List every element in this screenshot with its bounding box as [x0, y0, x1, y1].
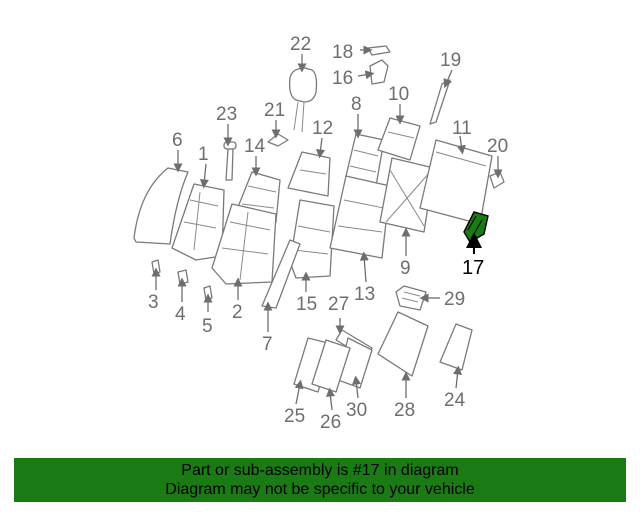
callout-16[interactable]: 16: [332, 68, 353, 89]
part-19-rod[interactable]: [429, 79, 451, 125]
callout-3[interactable]: 3: [148, 292, 159, 313]
callout-18[interactable]: 18: [332, 42, 353, 63]
part-16-bracket[interactable]: [369, 59, 389, 85]
callout-4[interactable]: 4: [175, 304, 186, 325]
banner-line-1: Part or sub-assembly is #17 in diagram: [181, 462, 459, 479]
part-15-seat-back[interactable]: [289, 199, 335, 279]
callout-8[interactable]: 8: [351, 94, 362, 115]
callout-14[interactable]: 14: [244, 136, 266, 157]
callout-19[interactable]: 19: [440, 50, 461, 71]
part-21-clip[interactable]: [267, 133, 289, 147]
callout-21[interactable]: 21: [264, 100, 285, 121]
part-20-knob[interactable]: [489, 171, 505, 189]
part-4-clip[interactable]: [177, 269, 189, 285]
callout-2[interactable]: 2: [232, 302, 243, 323]
part-2-seat-back[interactable]: [211, 203, 277, 285]
callout-30[interactable]: 30: [346, 400, 367, 421]
callout-23[interactable]: 23: [216, 104, 237, 125]
part-5-pin[interactable]: [203, 285, 213, 301]
callout-25[interactable]: 25: [284, 406, 305, 427]
callout-15[interactable]: 15: [296, 294, 317, 315]
callout-12[interactable]: 12: [312, 118, 333, 139]
part-10-frame[interactable]: [377, 117, 421, 161]
callout-29[interactable]: 29: [444, 289, 465, 310]
callout-28[interactable]: 28: [394, 400, 415, 421]
part-12-cushion[interactable]: [287, 151, 331, 197]
part-1-cushion[interactable]: [171, 183, 225, 261]
callout-20[interactable]: 20: [487, 136, 508, 157]
callout-6[interactable]: 6: [172, 130, 183, 151]
part-3-clip[interactable]: [151, 259, 161, 275]
part-24-armrest[interactable]: [439, 323, 473, 371]
callout-5[interactable]: 5: [202, 316, 213, 337]
part-29-switch[interactable]: [395, 285, 427, 311]
callout-13[interactable]: 13: [354, 284, 375, 305]
callout-22[interactable]: 22: [290, 34, 311, 55]
callout-27[interactable]: 27: [328, 294, 349, 315]
callout-11[interactable]: 11: [452, 118, 472, 139]
callout-1[interactable]: 1: [198, 144, 209, 165]
callout-7[interactable]: 7: [262, 334, 273, 355]
callout-10[interactable]: 10: [388, 84, 409, 105]
banner-line-2: Diagram may not be specific to your vehi…: [165, 481, 475, 498]
part-6-side-panel[interactable]: [133, 167, 189, 245]
leader-lines: [151, 45, 503, 411]
callout-24[interactable]: 24: [444, 390, 466, 411]
callout-9[interactable]: 9: [400, 258, 411, 279]
callout-17[interactable]: 17: [462, 257, 484, 279]
part-23-pin[interactable]: [223, 141, 237, 181]
info-banner: Part or sub-assembly is #17 in diagram D…: [14, 458, 626, 502]
part-18-clip[interactable]: [367, 45, 391, 56]
parts-diagram: 22 18 16 19 10 8 23 21 12 11 20 6 14 1 1…: [133, 34, 508, 433]
callout-26[interactable]: 26: [320, 412, 341, 433]
part-11-panel[interactable]: [419, 139, 493, 225]
part-28-console[interactable]: [377, 311, 429, 377]
